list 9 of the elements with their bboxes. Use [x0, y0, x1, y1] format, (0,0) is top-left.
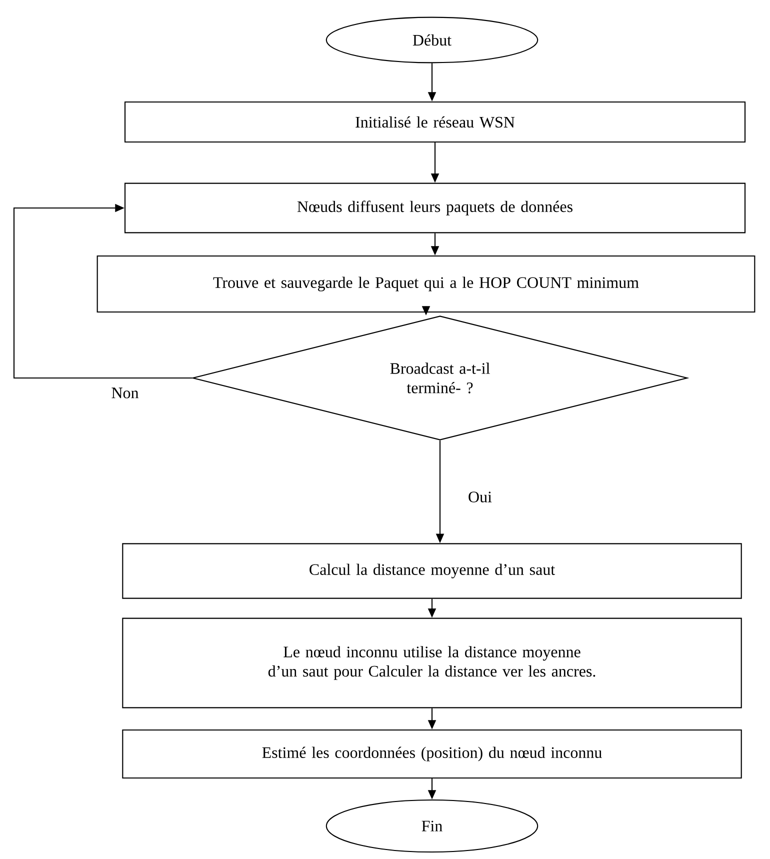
edge-label: Non: [110, 386, 140, 400]
process-box: Initialisé le réseau WSN: [124, 101, 746, 143]
process-box: Nœuds diffusent leurs paquets de données: [124, 182, 746, 234]
process-box: Trouve et sauvegarde le Paquet qui a le HOP COUNT minimum: [96, 255, 756, 313]
edge-label: Oui: [466, 490, 494, 504]
process-box: Le nœud inconnu utilise la distance moyenne d’un saut pour Calculer la distance ver les ancres.: [122, 618, 742, 708]
arrow: [13, 204, 192, 379]
process-box: Estimé les coordonnées (position) du nœud inconnu: [122, 729, 742, 779]
process-box: Calcul la distance moyenne d’un saut: [122, 543, 742, 599]
